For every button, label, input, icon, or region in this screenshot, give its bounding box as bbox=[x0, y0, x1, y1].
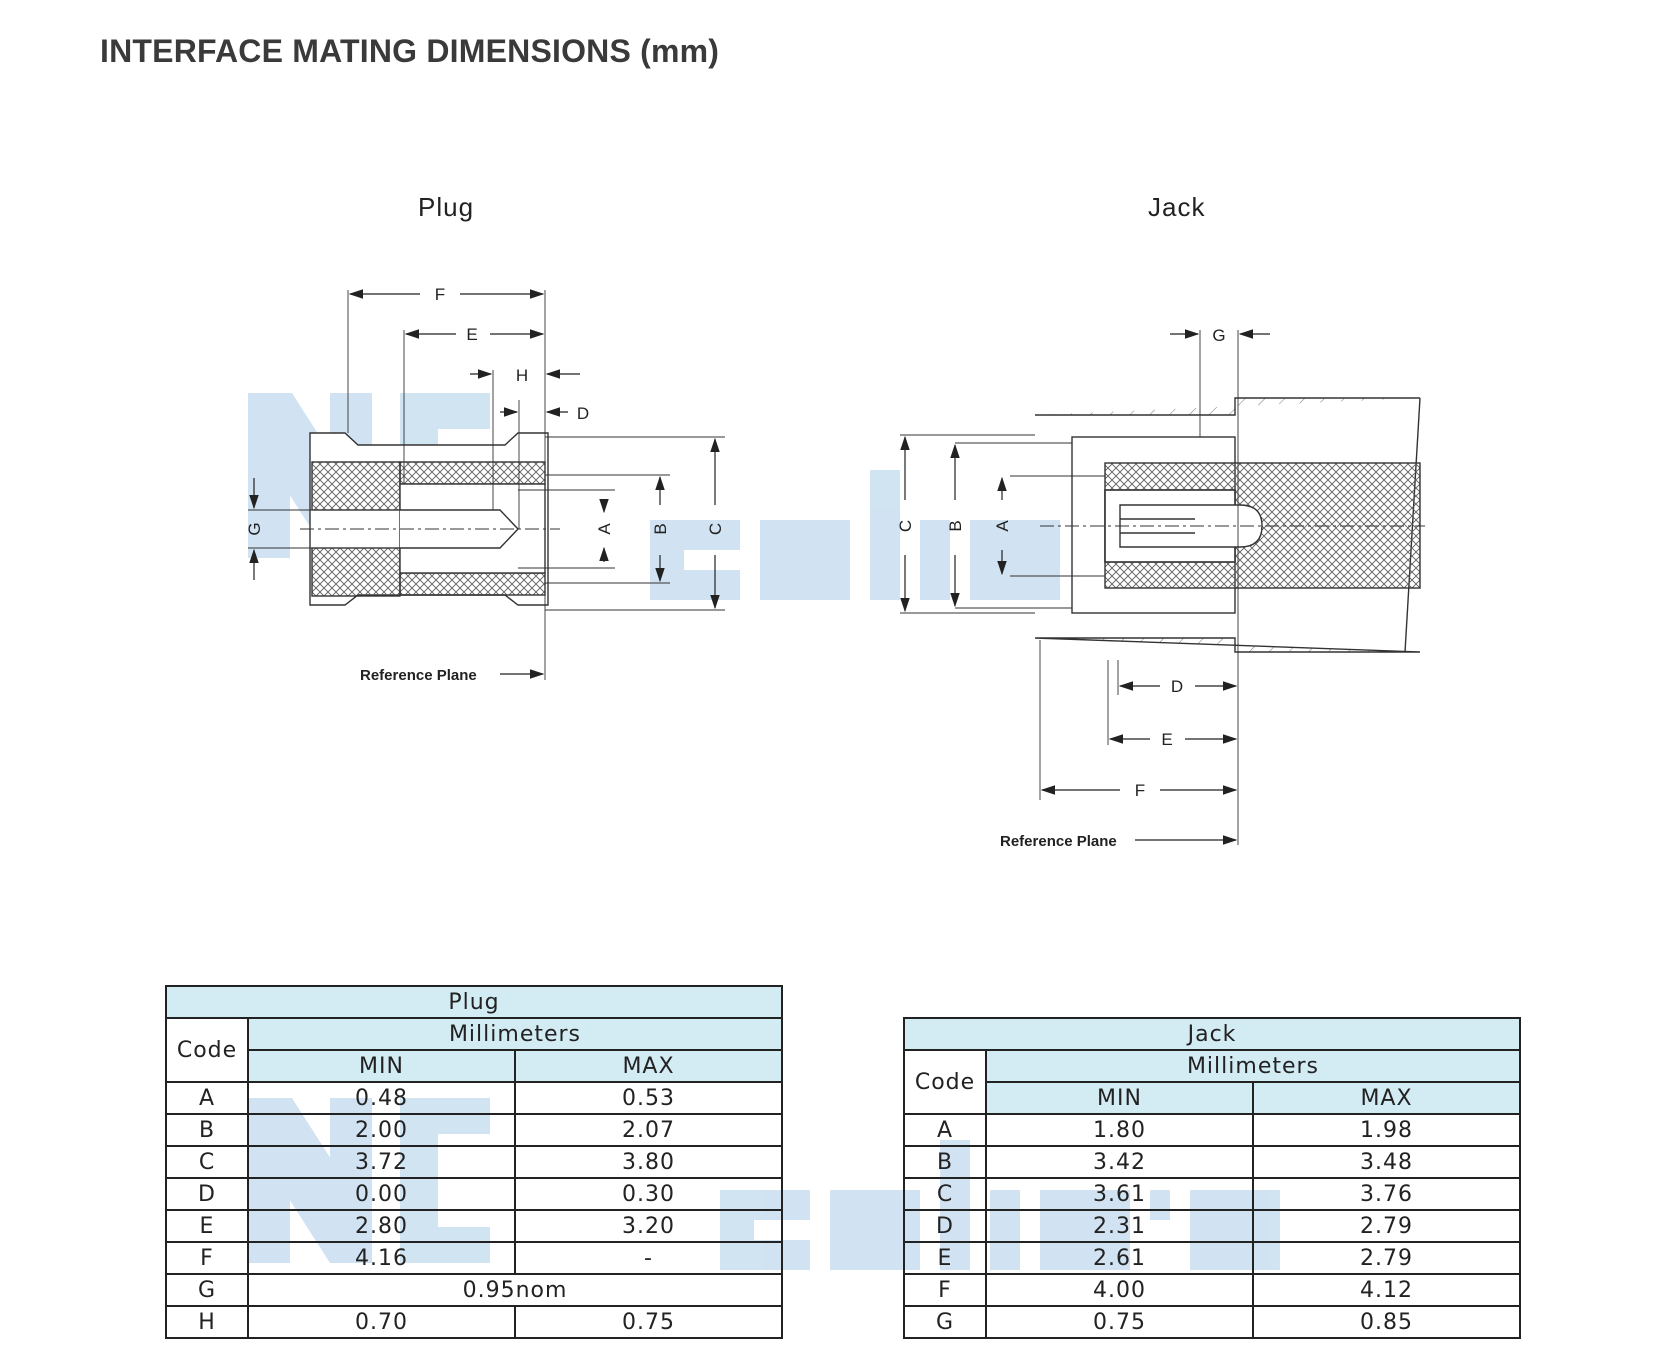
jack-drawing bbox=[900, 330, 1425, 845]
plug-dim-h: H bbox=[516, 366, 528, 385]
jack-dim-c: C bbox=[896, 520, 915, 532]
plug-reference-plane-label: Reference Plane bbox=[360, 667, 477, 684]
jack-dim-g: G bbox=[1212, 326, 1225, 345]
plug-dim-f: F bbox=[435, 285, 445, 304]
plug-min-header: MIN bbox=[247, 1049, 516, 1083]
plug-dim-d: D bbox=[577, 404, 589, 423]
jack-dim-e: E bbox=[1161, 730, 1172, 749]
plug-code-header: Code bbox=[165, 1017, 249, 1083]
plug-table-title: Plug bbox=[165, 985, 783, 1019]
jack-max-header: MAX bbox=[1252, 1081, 1521, 1115]
jack-dim-d: D bbox=[1171, 677, 1183, 696]
jack-dim-a: A bbox=[993, 520, 1012, 532]
jack-min-header: MIN bbox=[985, 1081, 1254, 1115]
jack-drawing-label: Jack bbox=[1148, 192, 1206, 222]
plug-dim-g: G bbox=[245, 522, 264, 535]
plug-dim-c: C bbox=[706, 523, 725, 535]
page-title: INTERFACE MATING DIMENSIONS (mm) bbox=[100, 33, 720, 69]
jack-code-header: Code bbox=[903, 1049, 987, 1115]
plug-millimeters-header: Millimeters bbox=[247, 1017, 783, 1051]
plug-drawing bbox=[248, 290, 725, 680]
jack-dim-b: B bbox=[946, 520, 965, 531]
plug-dim-b: B bbox=[651, 523, 670, 534]
plug-dim-a: A bbox=[595, 523, 614, 535]
plug-drawing-label: Plug bbox=[418, 192, 475, 222]
jack-millimeters-header: Millimeters bbox=[985, 1049, 1521, 1083]
jack-table-title: Jack bbox=[903, 1017, 1521, 1051]
plug-dim-e: E bbox=[466, 325, 477, 344]
plug-max-header: MAX bbox=[514, 1049, 783, 1083]
jack-reference-plane-label: Reference Plane bbox=[1000, 833, 1117, 850]
jack-dim-f: F bbox=[1135, 781, 1145, 800]
